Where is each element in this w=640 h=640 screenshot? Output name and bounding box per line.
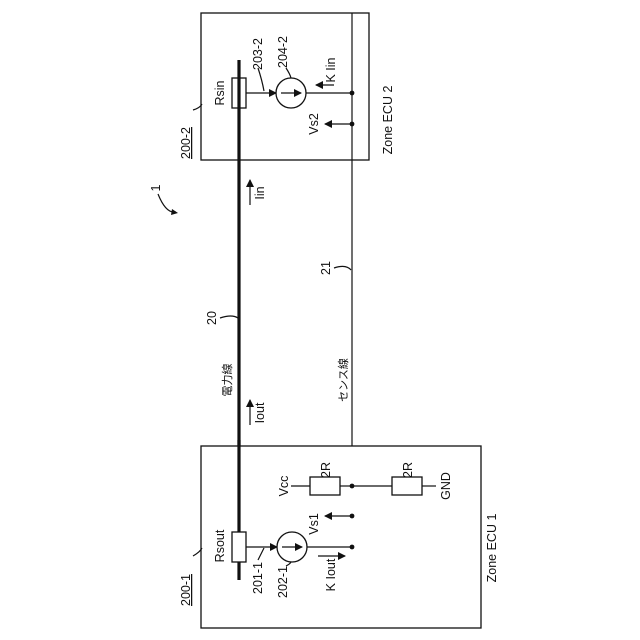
- r-lower: [392, 477, 422, 495]
- ecu2-title: Zone ECU 2: [381, 86, 395, 155]
- r-upper: [310, 477, 340, 495]
- power-line-ref: 20: [205, 311, 219, 325]
- zone-ecu-1: Zone ECU 1 200-1 Rsout 201-1 202-1 K Iou…: [179, 440, 499, 628]
- system-ref-leader: [158, 194, 176, 212]
- ecu2-voltage-label: Vs2: [307, 113, 321, 135]
- power-line-ref-leader: [220, 316, 238, 318]
- ecu2-amp-ref: 203-2: [251, 38, 265, 70]
- ecu1-amp-ref: 201-1: [251, 562, 265, 594]
- ecu1-node-vs1: [350, 514, 355, 519]
- rsout-resistor: [232, 532, 246, 562]
- gnd-label: GND: [439, 472, 453, 500]
- system-ref: 1: [149, 184, 163, 191]
- ecu1-source-ref: 202-1: [276, 566, 290, 598]
- r-lower-label: 2R: [401, 462, 415, 478]
- vcc-label: Vcc: [277, 476, 291, 497]
- sense-line-label: センス線: [336, 358, 350, 402]
- sense-line-ref: 21: [319, 261, 333, 275]
- ecu1-ref: 200-1: [179, 574, 193, 606]
- ecu2-ref: 200-2: [179, 127, 193, 159]
- ecu1-node-divider: [350, 484, 355, 489]
- rsout-label: Rsout: [213, 529, 227, 562]
- ecu2-source-ref: 204-2: [276, 36, 290, 68]
- system-ref-arrowhead: [171, 209, 178, 215]
- rsin-label: Rsin: [213, 80, 227, 105]
- ecu1-title: Zone ECU 1: [485, 514, 499, 583]
- zone-ecu-2: Zone ECU 2 200-2 Rsin 203-2 204-2 K Iin …: [179, 13, 395, 160]
- power-line-label: 電力線: [220, 364, 234, 397]
- sense-line-ref-leader: [334, 266, 351, 270]
- iout-label: Iout: [253, 402, 267, 423]
- ecu1-node-source: [350, 545, 355, 550]
- ecu1-source-label: K Iout: [324, 558, 338, 591]
- ecu1-voltage-label: Vs1: [307, 513, 321, 535]
- r-upper-label: 2R: [319, 462, 333, 478]
- ecu2-source-label: K Iin: [324, 57, 338, 82]
- iin-label: Iin: [253, 186, 267, 199]
